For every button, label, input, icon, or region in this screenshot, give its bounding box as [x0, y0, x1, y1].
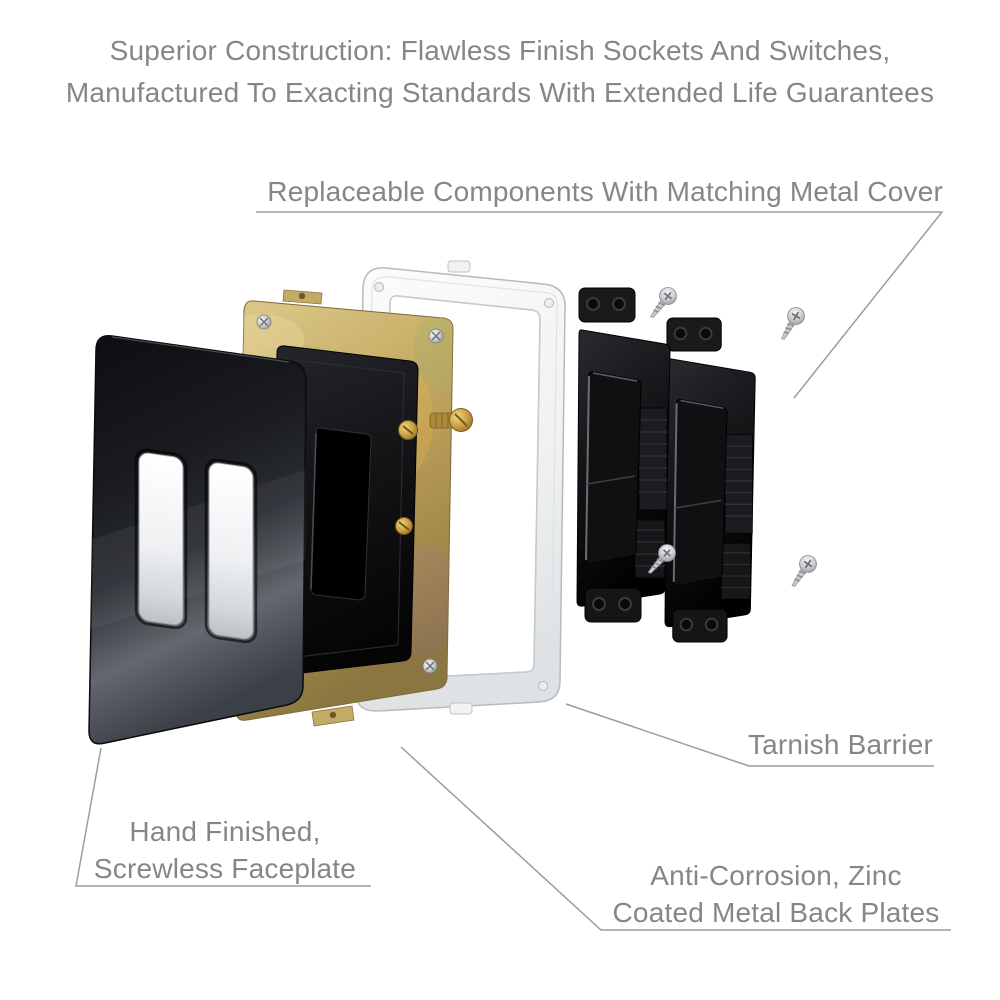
fixing-screw-icon	[643, 283, 681, 324]
leader-tarnish-barrier	[565, 703, 934, 767]
faceplate-rocker-cutout-right	[208, 462, 254, 640]
heading-line-2: Manufactured To Exacting Standards With …	[65, 77, 935, 108]
label-hand-finished-line-2: Screwless Faceplate	[93, 853, 357, 884]
switch-module-right	[664, 317, 757, 643]
fixing-screw-icon	[774, 303, 809, 345]
callout-lines	[75, 211, 951, 931]
page-title: Superior Construction: Flawless Finish S…	[0, 30, 1000, 114]
label-hand-finished-faceplate: Hand Finished, Screwless Faceplate	[70, 813, 380, 887]
leader-hand-finished	[75, 747, 371, 887]
brass-terminal-screw	[429, 408, 473, 432]
heading-line-1: Superior Construction: Flawless Finish S…	[109, 35, 891, 66]
label-tarnish-barrier: Tarnish Barrier	[747, 729, 933, 760]
leader-anti-corrosion	[400, 746, 951, 931]
label-hand-finished-line-1: Hand Finished,	[129, 816, 321, 847]
label-anti-corrosion-back-plates: Anti-Corrosion, Zinc Coated Metal Back P…	[598, 857, 954, 931]
label-anti-corrosion-line-2: Coated Metal Back Plates	[612, 897, 940, 928]
fixing-screw-icon	[784, 551, 821, 593]
switch-module-left	[576, 287, 671, 623]
label-anti-corrosion-line-1: Anti-Corrosion, Zinc	[650, 860, 902, 891]
leader-replaceable-components	[256, 211, 944, 399]
label-replaceable-components: Replaceable Components With Matching Met…	[267, 176, 943, 207]
faceplate	[88, 335, 307, 745]
faceplate-rocker-cutout-left	[138, 452, 184, 626]
